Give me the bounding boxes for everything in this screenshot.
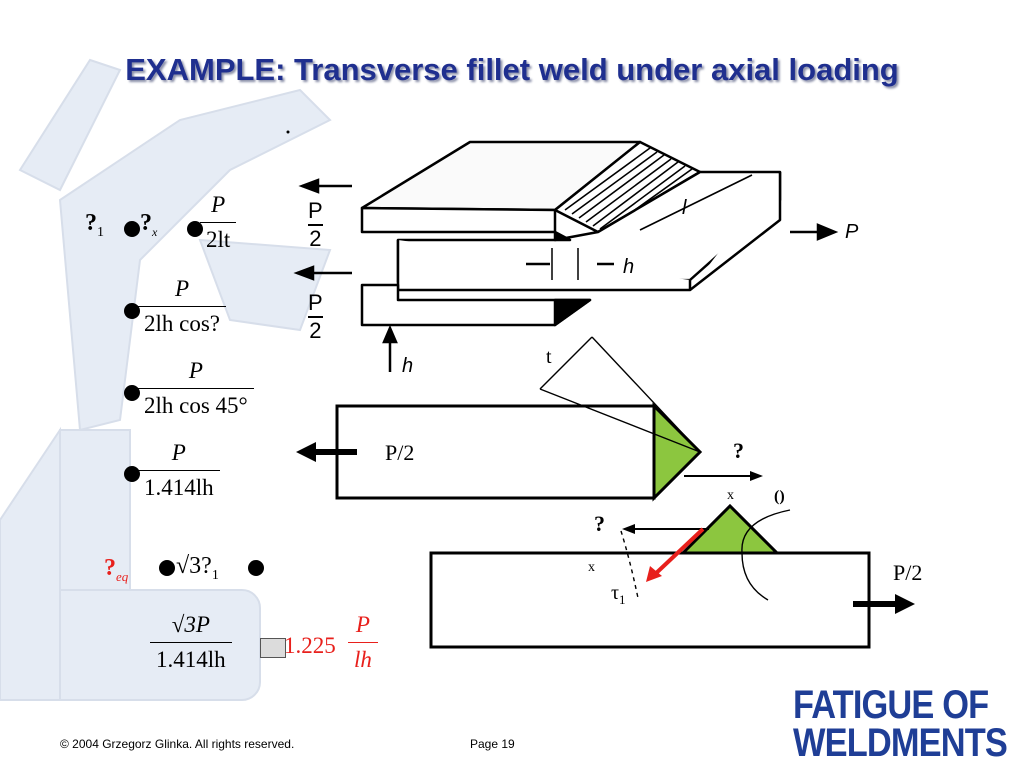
fatigue-of-weldments-logo: FATIGUE OF WELDMENTS — [793, 683, 1008, 765]
unknown-symbol-upper: ? — [733, 438, 744, 463]
eq1-sigma-x: ?x — [140, 210, 158, 239]
force-label-p2-lower: P/2 — [893, 560, 923, 585]
load-label-p: P — [845, 221, 859, 243]
equals-bullet — [124, 221, 140, 237]
eq5-lhs-sigma-eq: ?eq — [104, 555, 129, 584]
approx-equals-icon — [260, 638, 286, 658]
eq4-fraction: P 1.414lh — [138, 440, 220, 501]
unknown-symbol-lower: ? — [594, 511, 605, 536]
force-label-p2-upper: P/2 — [385, 440, 415, 465]
eq6-result-fraction: P lh — [348, 612, 378, 673]
page-title: EXAMPLE: Transverse fillet weld under ax… — [125, 52, 899, 87]
eq2-fraction: P 2lh cos? — [138, 276, 227, 337]
equals-bullet — [187, 221, 203, 237]
eq1-fraction: P 2lt — [200, 192, 237, 253]
equals-bullet — [248, 560, 264, 576]
equals-bullet — [159, 560, 175, 576]
weld-size-label-h: h — [623, 256, 635, 278]
equals-bullet — [124, 385, 140, 401]
eq6-fraction: √3P 1.414lh — [150, 612, 232, 673]
eq3-fraction: P 2lh cos 45° — [138, 358, 254, 419]
plate-thickness-label-h: h — [402, 355, 414, 377]
axis-label-x-upper: x — [727, 488, 734, 503]
equals-bullet — [124, 466, 140, 482]
eq1-lhs: ?1 — [85, 210, 104, 240]
page-number: Page 19 — [470, 737, 515, 751]
eq6-result: 1.225 — [284, 633, 336, 658]
copyright-text: © 2004 Grzegorz Glinka. All rights reser… — [60, 737, 295, 751]
shear-stress-label-tau1: τ1 — [611, 582, 626, 607]
length-label-l: l — [682, 197, 687, 219]
eq5-rhs: √3?1 — [176, 553, 219, 583]
equals-bullet — [124, 303, 140, 319]
throat-label-t: t — [546, 346, 552, 368]
axis-label-x-lower: x — [588, 560, 595, 575]
angle-symbol: () — [774, 488, 785, 505]
